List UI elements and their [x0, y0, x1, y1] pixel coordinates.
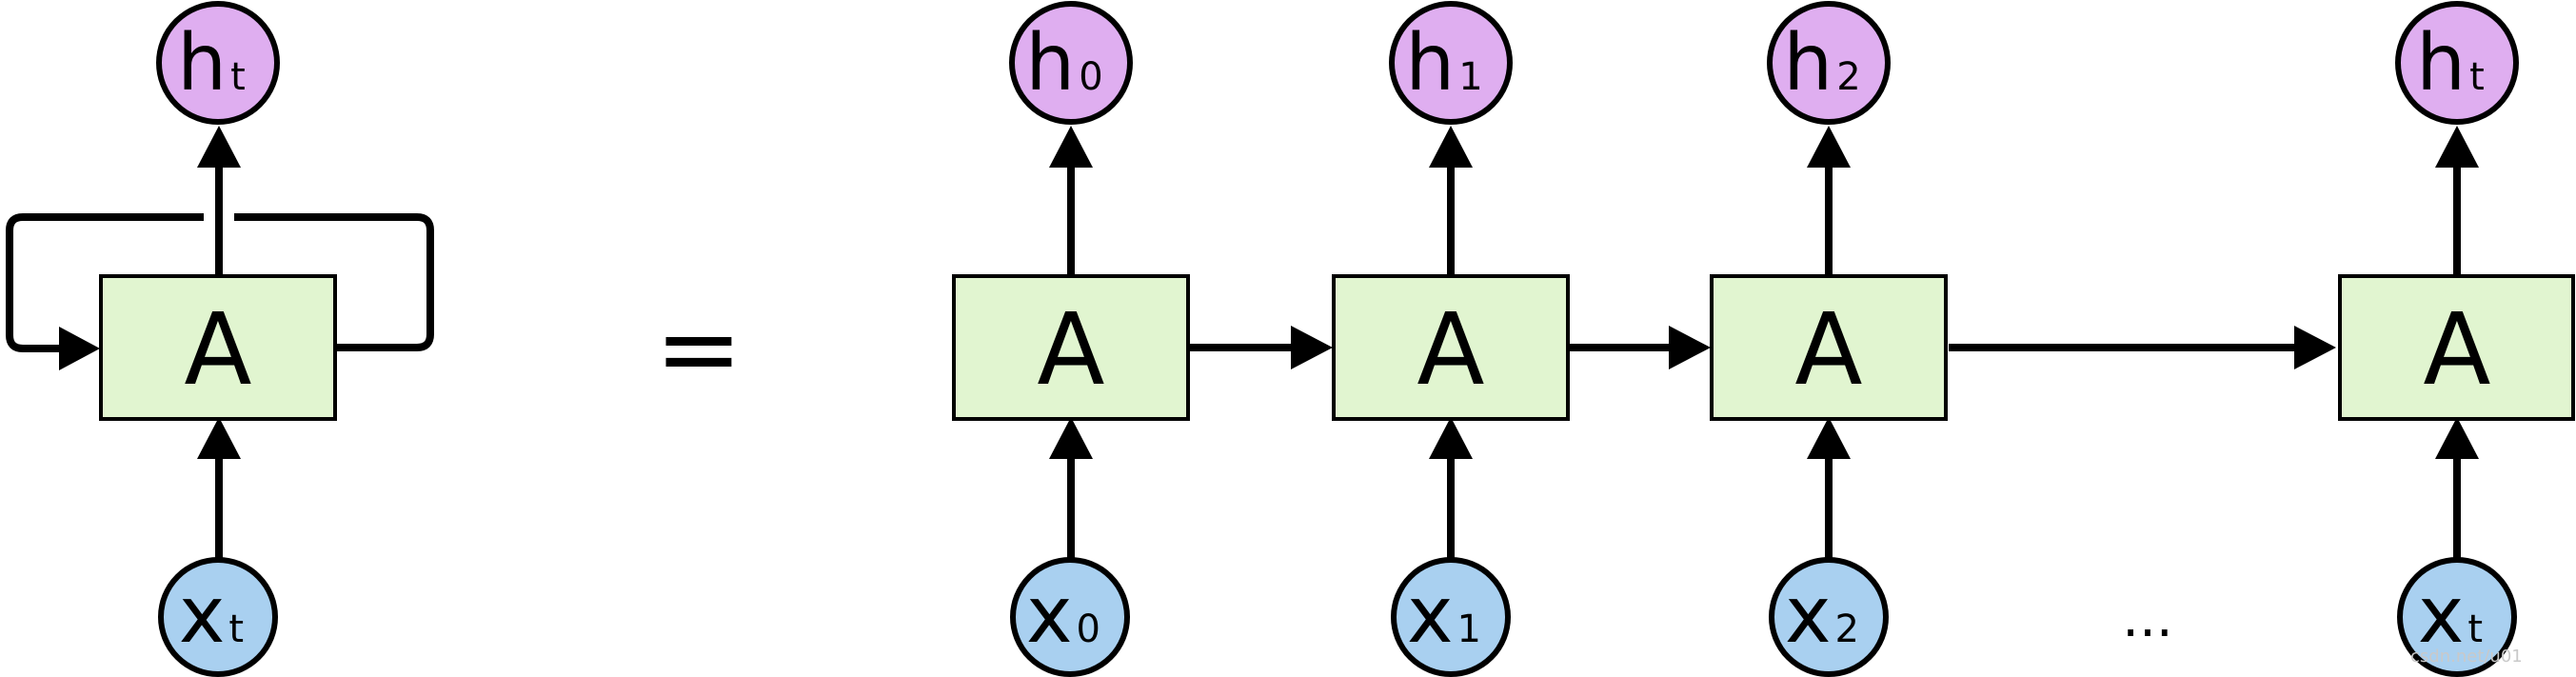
step-0-block: [952, 274, 1190, 421]
rolled-output-node: [156, 1, 280, 125]
ellipsis: ...: [2122, 587, 2172, 649]
recurrent-loop-right: [234, 213, 434, 351]
recurrent-loop-arrowhead: [59, 327, 100, 370]
step-t-block-label: A: [2423, 291, 2490, 408]
step-2-output-node: [1767, 1, 1891, 125]
recurrent-loop-left: [6, 213, 204, 352]
step-t-block: [2338, 274, 2575, 421]
step-2-block: [1710, 274, 1948, 421]
step-0-input-arrowhead: [1049, 417, 1093, 459]
step-1-input-arrowhead: [1429, 417, 1473, 459]
step-2-input-node: [1769, 557, 1889, 677]
watermark: csdn.net/u01: [2410, 647, 2523, 667]
rolled-input-node: [158, 557, 278, 677]
rolled-block-label: A: [184, 291, 251, 408]
hidden-arrowhead-1-2: [1669, 326, 1711, 369]
step-t-output-arrowhead: [2435, 126, 2479, 168]
step-1-block-label: A: [1417, 291, 1484, 408]
equals-sign: =: [655, 288, 743, 409]
step-2-block-label: A: [1794, 291, 1862, 408]
rolled-input-arrowhead: [197, 417, 241, 459]
step-0-output-node: [1009, 1, 1133, 125]
step-2-input-arrowhead: [1807, 417, 1851, 459]
step-t-input-node: [2397, 557, 2517, 677]
step-0-block-label: A: [1037, 291, 1104, 408]
step-2-output-arrowhead: [1807, 126, 1851, 168]
step-1-block: [1332, 274, 1570, 421]
step-1-output-arrowhead: [1429, 126, 1473, 168]
step-1-output-node: [1389, 1, 1513, 125]
step-t-output-node: [2395, 1, 2519, 125]
rolled-block: [99, 274, 337, 421]
rolled-output-arrowhead: [197, 126, 241, 168]
step-1-input-node: [1391, 557, 1511, 677]
hidden-arrowhead-0-1: [1291, 326, 1333, 369]
step-0-output-arrowhead: [1049, 126, 1093, 168]
hidden-arrowhead-2-t: [2294, 326, 2336, 369]
step-0-input-node: [1010, 557, 1130, 677]
step-t-input-arrowhead: [2435, 417, 2479, 459]
